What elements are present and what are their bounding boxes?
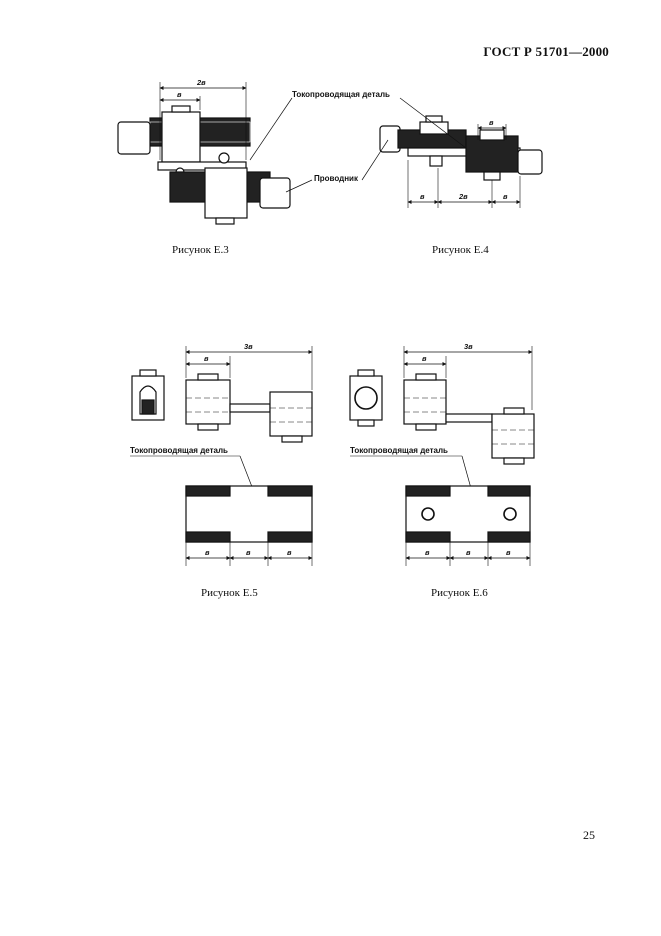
figure-e6-drawing <box>349 346 535 566</box>
fig-e3-dim-total: 2в <box>196 78 206 87</box>
fig-e4-dim-top: в <box>489 118 494 127</box>
fig-e3-dim-single: в <box>177 90 182 99</box>
figure-e5-caption: Рисунок Е.5 <box>201 587 258 599</box>
fig-e6-dim-bottom-2: в <box>466 548 471 557</box>
fig-e6-label-part: Токопроводящая деталь <box>350 446 448 455</box>
fig-e4-dim-left: в <box>420 192 425 201</box>
fig-e6-dim-bottom-1: в <box>425 548 430 557</box>
page-number: 25 <box>583 828 595 842</box>
figure-e3-drawing <box>117 82 313 225</box>
figure-e4-caption: Рисунок Е.4 <box>432 244 489 256</box>
fig-e6-dim-single: в <box>422 354 427 363</box>
fig-e5-dim-bottom-1: в <box>205 548 210 557</box>
fig-e5-dim-bottom-3: в <box>287 548 292 557</box>
fig-e5-dim-bottom-2: в <box>246 548 251 557</box>
fig-e5-label-part: Токопроводящая деталь <box>130 446 228 455</box>
figure-e5-drawing <box>130 346 313 566</box>
standard-header: ГОСТ Р 51701—2000 <box>483 44 609 59</box>
figure-e6-caption: Рисунок Е.6 <box>431 587 488 599</box>
figure-e4-drawing <box>361 97 543 208</box>
fig-e6-dim-total: 3в <box>464 342 473 351</box>
fig-e4-dim-mid: 2в <box>458 192 468 201</box>
fig-e5-dim-single: в <box>204 354 209 363</box>
figure-e3-caption: Рисунок Е.3 <box>172 244 229 256</box>
fig-e6-dim-bottom-3: в <box>506 548 511 557</box>
fig-e3-label-part: Токопроводящая деталь <box>292 90 390 99</box>
fig-e3-label-conductor: Проводник <box>314 174 359 183</box>
fig-e5-dim-total: 3в <box>244 342 253 351</box>
fig-e4-dim-right: в <box>503 192 508 201</box>
